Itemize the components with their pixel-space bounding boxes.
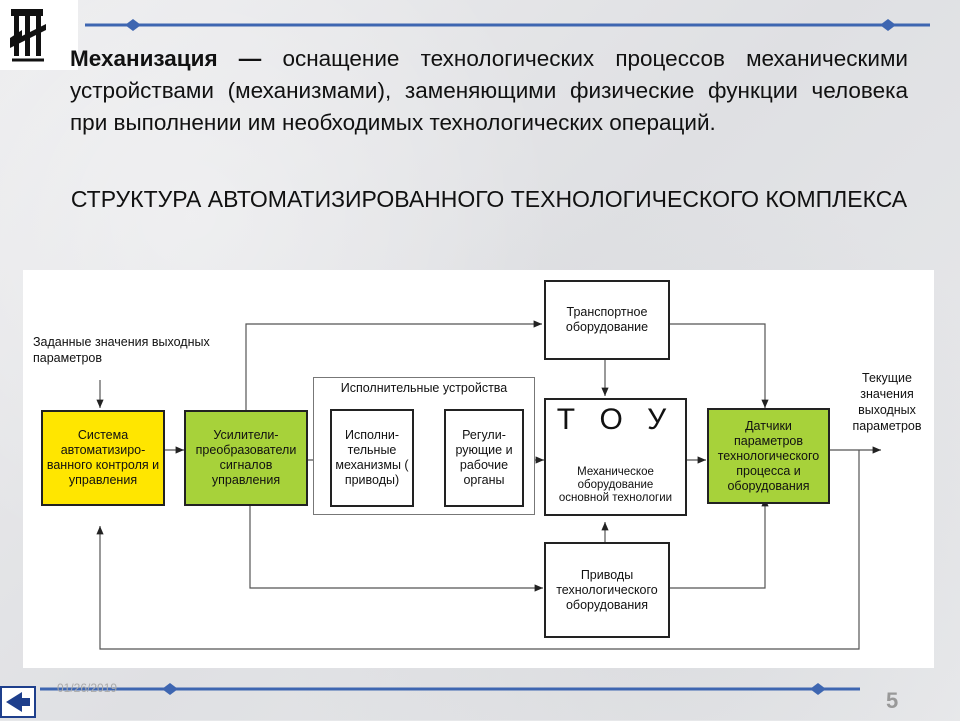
structure-diagram: Заданные значения выходных параметров Те… (23, 270, 934, 668)
tou-description: Механическое оборудование основной техно… (546, 466, 685, 505)
actuators-group-title: Исполнительные устройства (340, 381, 508, 395)
amplifiers-block: Усилители-преобразователи сигналов управ… (184, 410, 308, 506)
transport-block: Транспортное оборудование (544, 280, 670, 360)
diagram-connectors (96, 320, 881, 650)
back-button[interactable] (0, 686, 36, 718)
page-number: 5 (886, 688, 899, 713)
institution-logo (0, 0, 78, 70)
slide-date: 01/26/2019 (57, 681, 118, 695)
input-label: Заданные значения выходных параметров (33, 335, 210, 365)
tou-desc-line-3: основной технологии (558, 492, 673, 504)
logo-emblem (10, 9, 46, 62)
definition-text: оснащение технологических процессов меха… (70, 46, 908, 135)
term: Механизация (70, 46, 218, 71)
drives-block: Приводы технологического оборудования (544, 542, 670, 638)
control-system-block: Система автоматизиро-ванного контроля и … (41, 410, 165, 506)
tou-desc-line-2: оборудование (577, 479, 654, 491)
diagram-heading: СТРУКТУРА АВТОМАТИЗИРОВАННОГО ТЕХНОЛОГИЧ… (70, 186, 908, 212)
tou-title: Т О У (556, 403, 675, 436)
sensors-block: Датчики параметров технологического проц… (707, 408, 830, 504)
mechanization-definition: Механизация — оснащение технологических … (70, 43, 908, 139)
tou-block: Т О У Механическое оборудование основной… (544, 398, 687, 516)
tou-desc-line-1: Механическое (577, 466, 654, 478)
regulators-block: Регули-рующие и рабочие органы (444, 409, 524, 507)
actuators-block: Исполни-тельные механизмы ( приводы) (330, 409, 414, 507)
back-arrow-icon (6, 692, 30, 712)
term-dash: — (238, 46, 262, 71)
output-label: Текущие значения выходных параметров (852, 371, 922, 433)
